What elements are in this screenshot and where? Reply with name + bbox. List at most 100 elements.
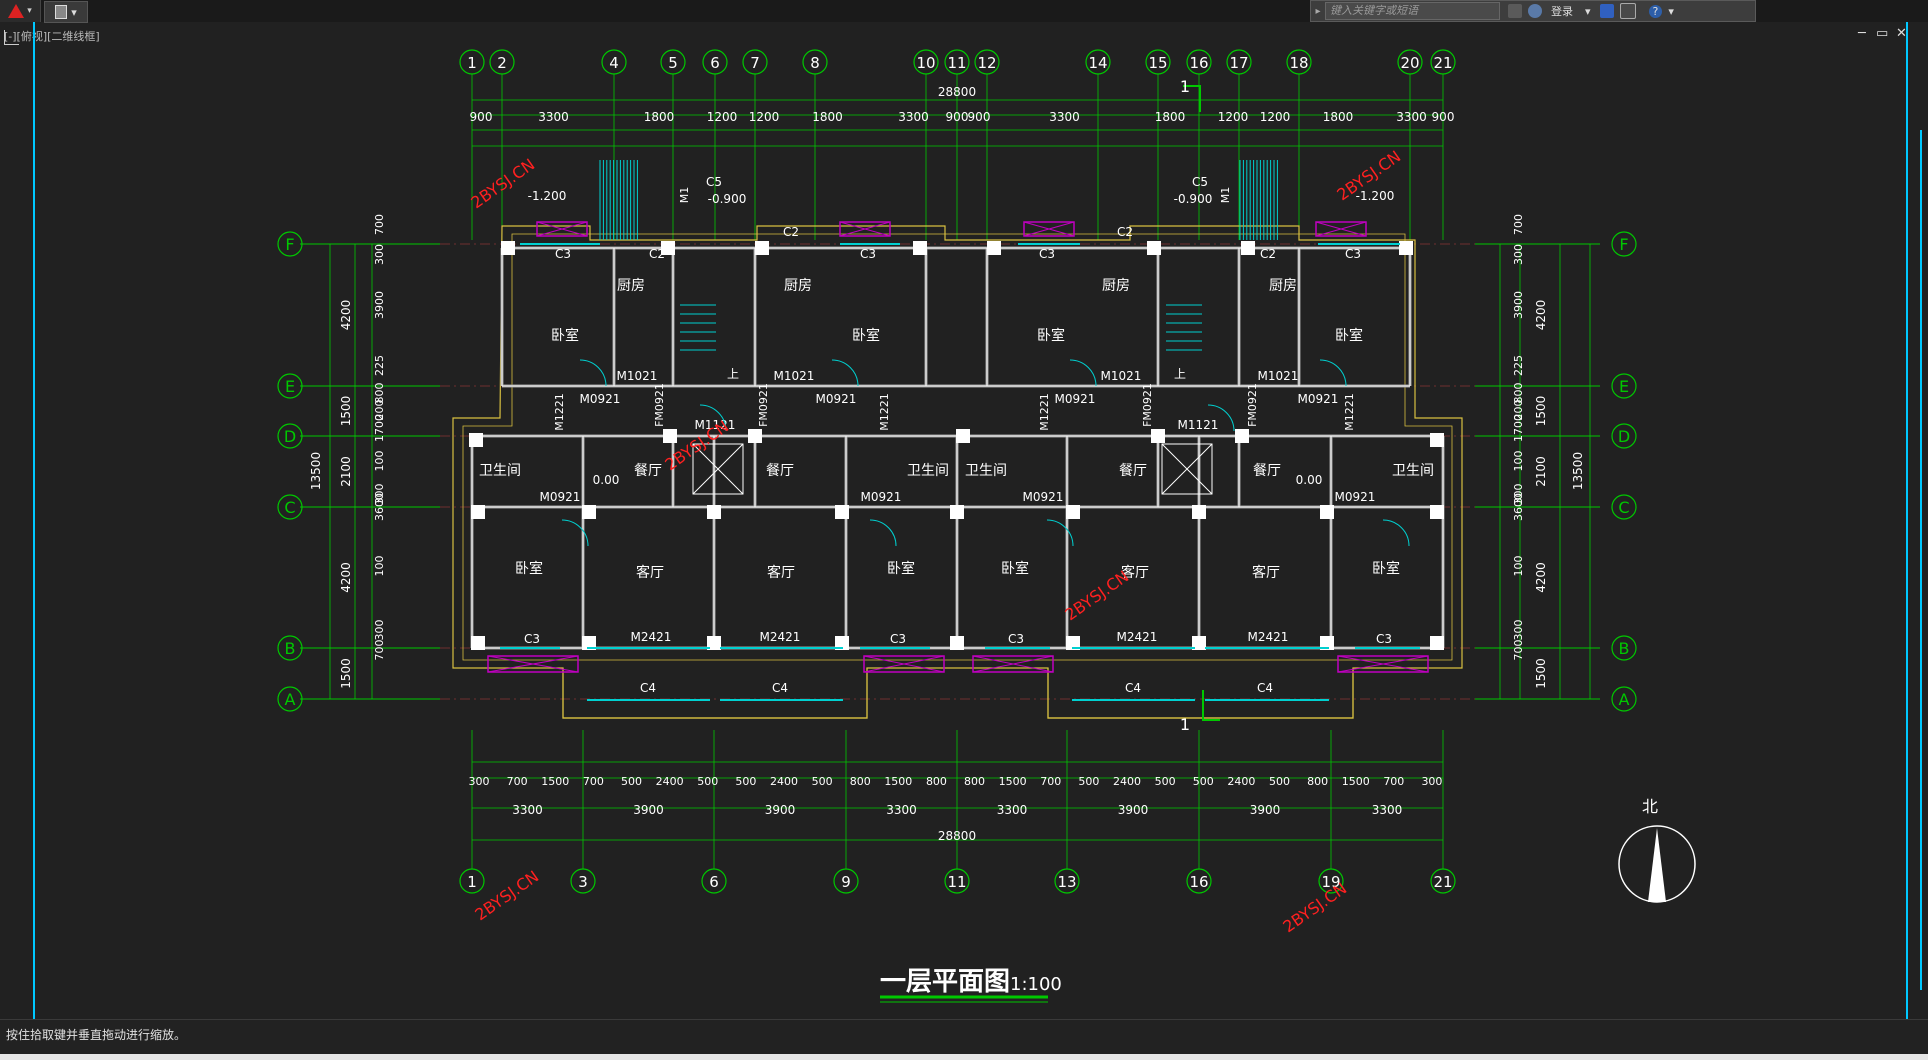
column bbox=[469, 433, 483, 447]
a360-icon[interactable] bbox=[1619, 3, 1636, 19]
dimension-text: 3900 bbox=[633, 803, 664, 817]
opening-label: M1221 bbox=[1038, 393, 1051, 431]
opening-label: M0921 bbox=[861, 490, 902, 504]
room-label: 客厅 bbox=[1121, 564, 1149, 581]
dimension-text: 3300 bbox=[997, 803, 1028, 817]
dimension-text: 3300 bbox=[1049, 110, 1080, 124]
scrollbar-strip[interactable] bbox=[1920, 120, 1928, 1000]
column bbox=[1430, 505, 1444, 519]
restore-icon[interactable]: ▭ bbox=[1876, 26, 1889, 41]
elevator-x bbox=[1161, 443, 1213, 495]
login-button[interactable]: 登录 bbox=[1551, 5, 1573, 18]
dimension-text: 2400 bbox=[1113, 775, 1141, 788]
opening-label: C3 bbox=[555, 247, 571, 261]
dimension-text: 300 bbox=[1512, 620, 1525, 641]
close-icon[interactable]: ✕ bbox=[1896, 26, 1907, 41]
minimize-icon[interactable]: ─ bbox=[1858, 26, 1866, 41]
dimension-text: 1500 bbox=[339, 658, 353, 689]
column bbox=[1235, 429, 1249, 443]
dimension-text: 1500 bbox=[541, 775, 569, 788]
dimension-text: 3300 bbox=[886, 803, 917, 817]
ac-unit-mark bbox=[1023, 221, 1075, 237]
opening-label: FM0921 bbox=[653, 383, 666, 427]
opening-label: M2421 bbox=[1248, 630, 1289, 644]
column bbox=[1192, 505, 1206, 519]
axis-bubble bbox=[277, 231, 303, 257]
column bbox=[1320, 636, 1334, 650]
axis-bubble bbox=[1611, 686, 1637, 712]
chevron-down-icon[interactable]: ▾ bbox=[1585, 4, 1591, 18]
dimension-text: 4200 bbox=[1534, 300, 1548, 331]
help-button[interactable]: ? bbox=[1648, 4, 1663, 18]
column bbox=[987, 241, 1001, 255]
opening-label: M1021 bbox=[1258, 369, 1299, 383]
room-label: 餐厅 bbox=[634, 463, 662, 479]
opening-label: M1 bbox=[678, 187, 691, 204]
elevator bbox=[1161, 443, 1213, 495]
column bbox=[1147, 241, 1161, 255]
opening-label: M1221 bbox=[878, 393, 891, 431]
opening-label: M0921 bbox=[580, 392, 621, 406]
dimension-text: 500 bbox=[812, 775, 833, 788]
section-label: 1 bbox=[1180, 715, 1190, 734]
search-input[interactable]: 键入关键字或短语 bbox=[1325, 2, 1500, 20]
room-label: 餐厅 bbox=[1253, 463, 1281, 479]
dimension-text: 4200 bbox=[339, 562, 353, 593]
opening-label: M1021 bbox=[774, 369, 815, 383]
dimension-text: 100 bbox=[373, 556, 386, 577]
binoculars-icon[interactable] bbox=[1508, 4, 1522, 18]
axis-bubble-label: C bbox=[284, 498, 295, 517]
dimension-text: 800 bbox=[1307, 775, 1328, 788]
ac-unit-mark bbox=[972, 655, 1054, 673]
door-swing bbox=[869, 519, 897, 547]
column bbox=[1192, 636, 1206, 650]
user-icon[interactable] bbox=[1528, 4, 1542, 18]
room-label: 卧室 bbox=[1335, 327, 1363, 344]
overall-depth-dim: 13500 bbox=[1571, 452, 1585, 490]
dimension-text: 1800 bbox=[1155, 110, 1186, 124]
opening-label: C3 bbox=[890, 632, 906, 646]
quick-access-toolbar[interactable]: ▾ bbox=[44, 1, 88, 23]
axis-bubble-label: E bbox=[285, 377, 295, 396]
balcony bbox=[562, 668, 868, 719]
axis-bubble-label: 6 bbox=[710, 54, 720, 72]
north-arrow: 北 bbox=[1618, 797, 1696, 903]
axis-bubble-label: 18 bbox=[1289, 54, 1308, 72]
window-label: C4 bbox=[640, 681, 656, 695]
opening-label: C2 bbox=[1260, 247, 1276, 261]
opening-label: -0.900 bbox=[708, 192, 747, 206]
dimension-text: 300 bbox=[373, 484, 386, 505]
chevron-down-icon: ▾ bbox=[27, 6, 32, 16]
chevron-down-icon[interactable]: ▾ bbox=[1668, 4, 1674, 18]
axis-bubble-label: 20 bbox=[1400, 54, 1419, 72]
dimension-text: 3900 bbox=[765, 803, 796, 817]
opening-label: -1.200 bbox=[1356, 189, 1395, 203]
dimension-text: 500 bbox=[697, 775, 718, 788]
axis-bubble bbox=[1611, 373, 1637, 399]
column bbox=[1399, 241, 1413, 255]
opening-label: C2 bbox=[1117, 225, 1133, 239]
expand-arrow-icon[interactable]: ▸ bbox=[1315, 5, 1321, 17]
column bbox=[1066, 505, 1080, 519]
ac-unit bbox=[972, 655, 1054, 673]
opening-label: 0.00 bbox=[1296, 473, 1323, 487]
axis-bubble-label: A bbox=[285, 690, 296, 709]
axis-bubble bbox=[277, 373, 303, 399]
room-label: 厨房 bbox=[617, 278, 645, 294]
dimension-text: 900 bbox=[946, 110, 969, 124]
opening-label: C3 bbox=[524, 632, 540, 646]
exchange-icon[interactable] bbox=[1599, 4, 1614, 18]
axis-bubble-label: 5 bbox=[668, 54, 678, 72]
viewport-label[interactable]: [-][俯视][二维线框] bbox=[4, 30, 100, 43]
dimension-text: 1200 bbox=[1260, 110, 1291, 124]
axis-bubble-label: B bbox=[285, 639, 296, 658]
application-menu-button[interactable]: ▾ bbox=[0, 0, 41, 22]
elevator-x bbox=[692, 443, 744, 495]
opening-label: M1221 bbox=[553, 393, 566, 431]
command-line[interactable]: 按住拾取键并垂直拖动进行缩放。 bbox=[0, 1019, 1928, 1054]
opening-label: M0921 bbox=[1023, 490, 1064, 504]
dimension-text: 1500 bbox=[1534, 396, 1548, 427]
axis-bubble-label: A bbox=[1619, 690, 1630, 709]
